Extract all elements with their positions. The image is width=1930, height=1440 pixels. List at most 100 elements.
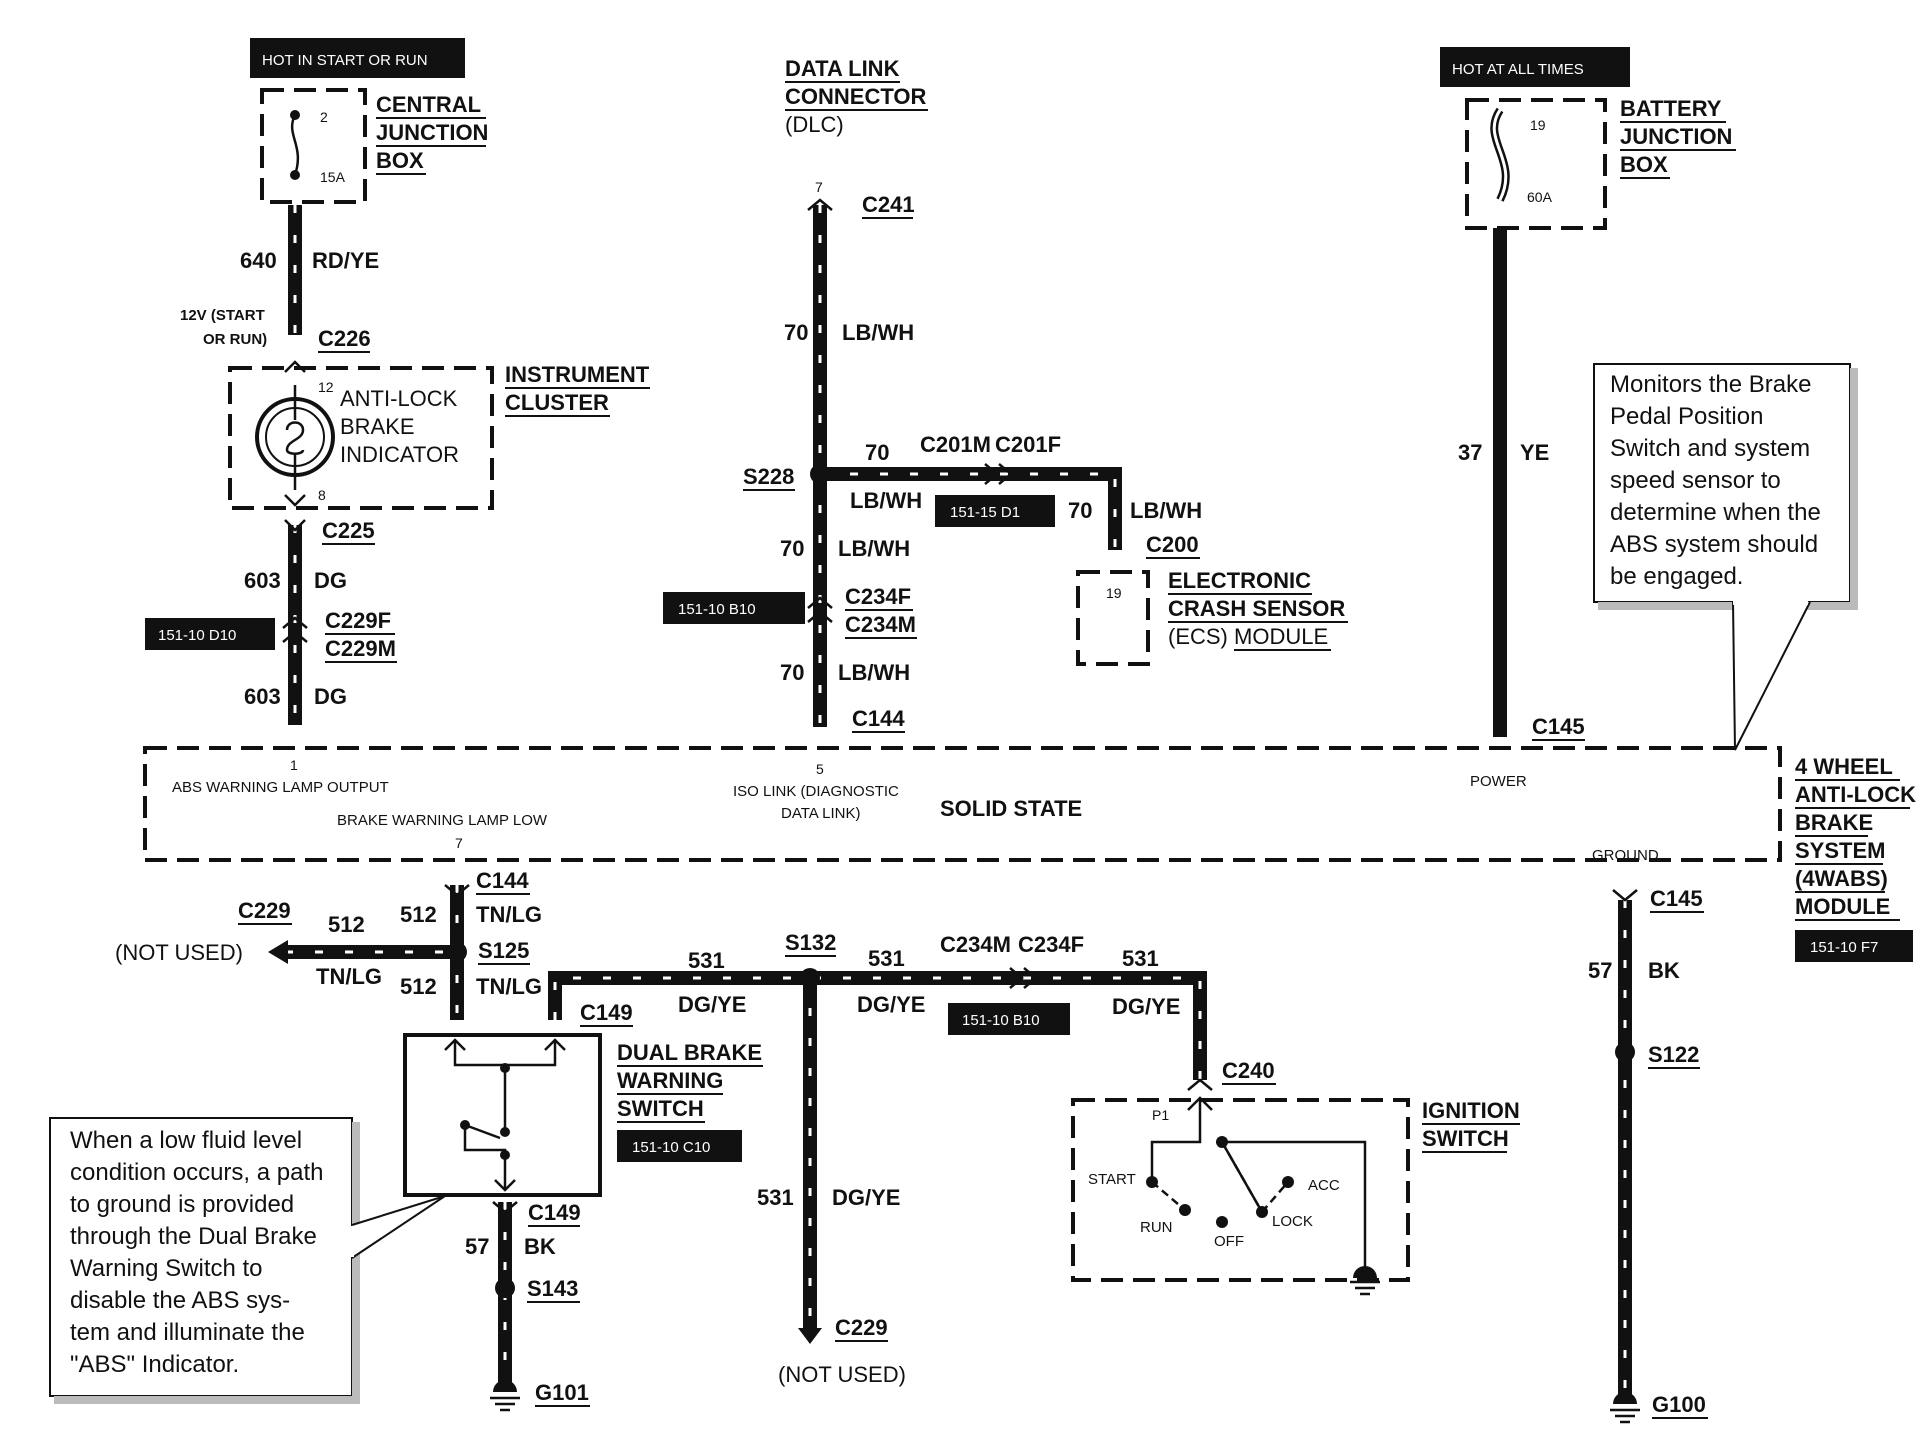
ic-pin-top: 12	[318, 379, 334, 395]
connector-c145-bot-icon	[1612, 889, 1638, 902]
w512-bot-color: TN/LG	[476, 974, 542, 999]
connector-c234-icon	[807, 596, 833, 623]
arrow-down-icon	[798, 1328, 822, 1344]
w603-bot-color: DG	[314, 684, 347, 709]
ignition-switch-box	[1071, 1098, 1410, 1282]
note-left-3: to ground is provided	[70, 1191, 294, 1218]
page-ref-5	[617, 1130, 742, 1162]
connector-c241-icon	[807, 198, 833, 211]
cjb-fuse-number: 2	[320, 109, 328, 125]
central-junction-box	[260, 88, 367, 204]
c145-bot-label: C145	[1650, 886, 1703, 911]
c225-label: C225	[322, 518, 375, 543]
ign-pin: P1	[1152, 1107, 1169, 1123]
w70-s228-color: LB/WH	[850, 488, 922, 513]
splice-s125	[447, 942, 467, 962]
c234f-b-label: C234F	[1018, 932, 1084, 957]
note-left-8: "ABS" Indicator.	[70, 1351, 239, 1378]
ground-icon	[1610, 1392, 1640, 1424]
note-left-5: Warning Switch to	[70, 1255, 263, 1282]
note-left-6: disable the ABS sys-	[70, 1287, 290, 1314]
not-used-bot: (NOT USED)	[778, 1362, 906, 1387]
ign-title-1: IGNITION	[1422, 1098, 1520, 1123]
dbs-title-2: WARNING	[617, 1068, 723, 1093]
ecs-pin: 19	[1106, 585, 1122, 601]
note-right-7: be engaged.	[1610, 563, 1743, 590]
w70c-circuit: 70	[780, 660, 804, 685]
hot-all-times-header	[1440, 47, 1630, 87]
hot-start-run-text: HOT IN START OR RUN	[262, 52, 428, 69]
c149-b-label: C149	[528, 1200, 581, 1225]
w531c-color: DG/YE	[1112, 994, 1180, 1019]
note-right-4: speed sensor to	[1610, 467, 1781, 494]
c200-label: C200	[1146, 532, 1199, 557]
cjb-title-3: BOX	[376, 148, 424, 173]
page-ref-3-text: 151-15 D1	[950, 504, 1020, 521]
abs-pin7-label: BRAKE WARNING LAMP LOW	[337, 812, 548, 829]
dbs-title-1: DUAL BRAKE	[617, 1040, 762, 1065]
w512-bot-circuit: 512	[400, 974, 437, 999]
not-used-left: (NOT USED)	[115, 940, 243, 965]
page-ref-4-text: 151-10 B10	[962, 1012, 1040, 1029]
wire-70-to-ecs	[820, 467, 1122, 550]
s125-label: S125	[478, 938, 529, 963]
note-left	[49, 1117, 446, 1404]
note-left-4: through the Dual Brake	[70, 1223, 317, 1250]
ic-indicator-2: BRAKE	[340, 414, 415, 439]
arrow-left-icon	[268, 940, 288, 964]
bjb-title-1: BATTERY	[1620, 96, 1722, 121]
w512-left-color: TN/LG	[316, 964, 382, 989]
c149-a-label: C149	[580, 1000, 633, 1025]
w531c-circuit: 531	[1122, 946, 1159, 971]
abs-title-2: ANTI-LOCK	[1795, 782, 1916, 807]
ecs-title-1: ELECTRONIC	[1168, 568, 1311, 593]
ecs-title-2: CRASH SENSOR	[1168, 596, 1345, 621]
dlc-subtitle: (DLC)	[785, 112, 844, 137]
w603-top-color: DG	[314, 568, 347, 593]
switch-contacts-icon	[444, 1038, 566, 1192]
c226-label: C226	[318, 326, 371, 351]
w603-top-circuit: 603	[244, 568, 281, 593]
ign-lock: LOCK	[1272, 1213, 1313, 1230]
w70-ecs-circuit: 70	[1068, 498, 1092, 523]
note-left-7: tem and illuminate the	[70, 1319, 305, 1346]
abs-title-3: BRAKE	[1795, 810, 1873, 835]
w70-s228-circuit: 70	[865, 440, 889, 465]
page-ref-1	[145, 618, 275, 650]
bjb-fuse-number: 19	[1530, 117, 1546, 133]
ign-acc: ACC	[1308, 1177, 1340, 1194]
c229-bot-label: C229	[835, 1315, 888, 1340]
w70-ecs-color: LB/WH	[1130, 498, 1202, 523]
dlc-title-2: CONNECTOR	[785, 84, 926, 109]
abs-ground: GROUND	[1592, 847, 1659, 864]
s122-label: S122	[1648, 1042, 1699, 1067]
connector-c234-b-icon	[1009, 967, 1038, 989]
w37-color: YE	[1520, 440, 1549, 465]
cjb-fuse-rating: 15A	[320, 169, 346, 185]
c145-top-label: C145	[1532, 714, 1585, 739]
abs-pin5: 5	[816, 761, 824, 777]
c144-bot-label: C144	[476, 868, 529, 893]
w531-down-color: DG/YE	[832, 1185, 900, 1210]
hot-all-times-text: HOT AT ALL TIMES	[1452, 61, 1584, 78]
connector-c240-icon	[1187, 1078, 1213, 1091]
w531a-circuit: 531	[688, 948, 725, 973]
note-right-3: Switch and system	[1610, 435, 1810, 462]
w57-right-circuit: 57	[1588, 958, 1612, 983]
splice-s132	[800, 968, 820, 988]
c201f-label: C201F	[995, 432, 1061, 457]
abs-solid-state: SOLID STATE	[940, 796, 1082, 821]
c234m-label: C234M	[845, 612, 916, 637]
note-right-5: determine when the	[1610, 499, 1821, 526]
g100-label: G100	[1652, 1392, 1706, 1417]
ic-indicator-3: INDICATOR	[340, 442, 459, 467]
ign-off: OFF	[1214, 1233, 1244, 1250]
bjb-title-3: BOX	[1620, 152, 1668, 177]
connector-c144-bot-icon	[444, 884, 470, 897]
abs-title-5: (4WABS)	[1795, 866, 1888, 891]
dlc-title-1: DATA LINK	[785, 56, 900, 81]
s132-label: S132	[785, 930, 836, 955]
w531a-color: DG/YE	[678, 992, 746, 1017]
page-ref-2-text: 151-10 B10	[678, 601, 756, 618]
note-right-1: Monitors the Brake	[1610, 371, 1811, 398]
